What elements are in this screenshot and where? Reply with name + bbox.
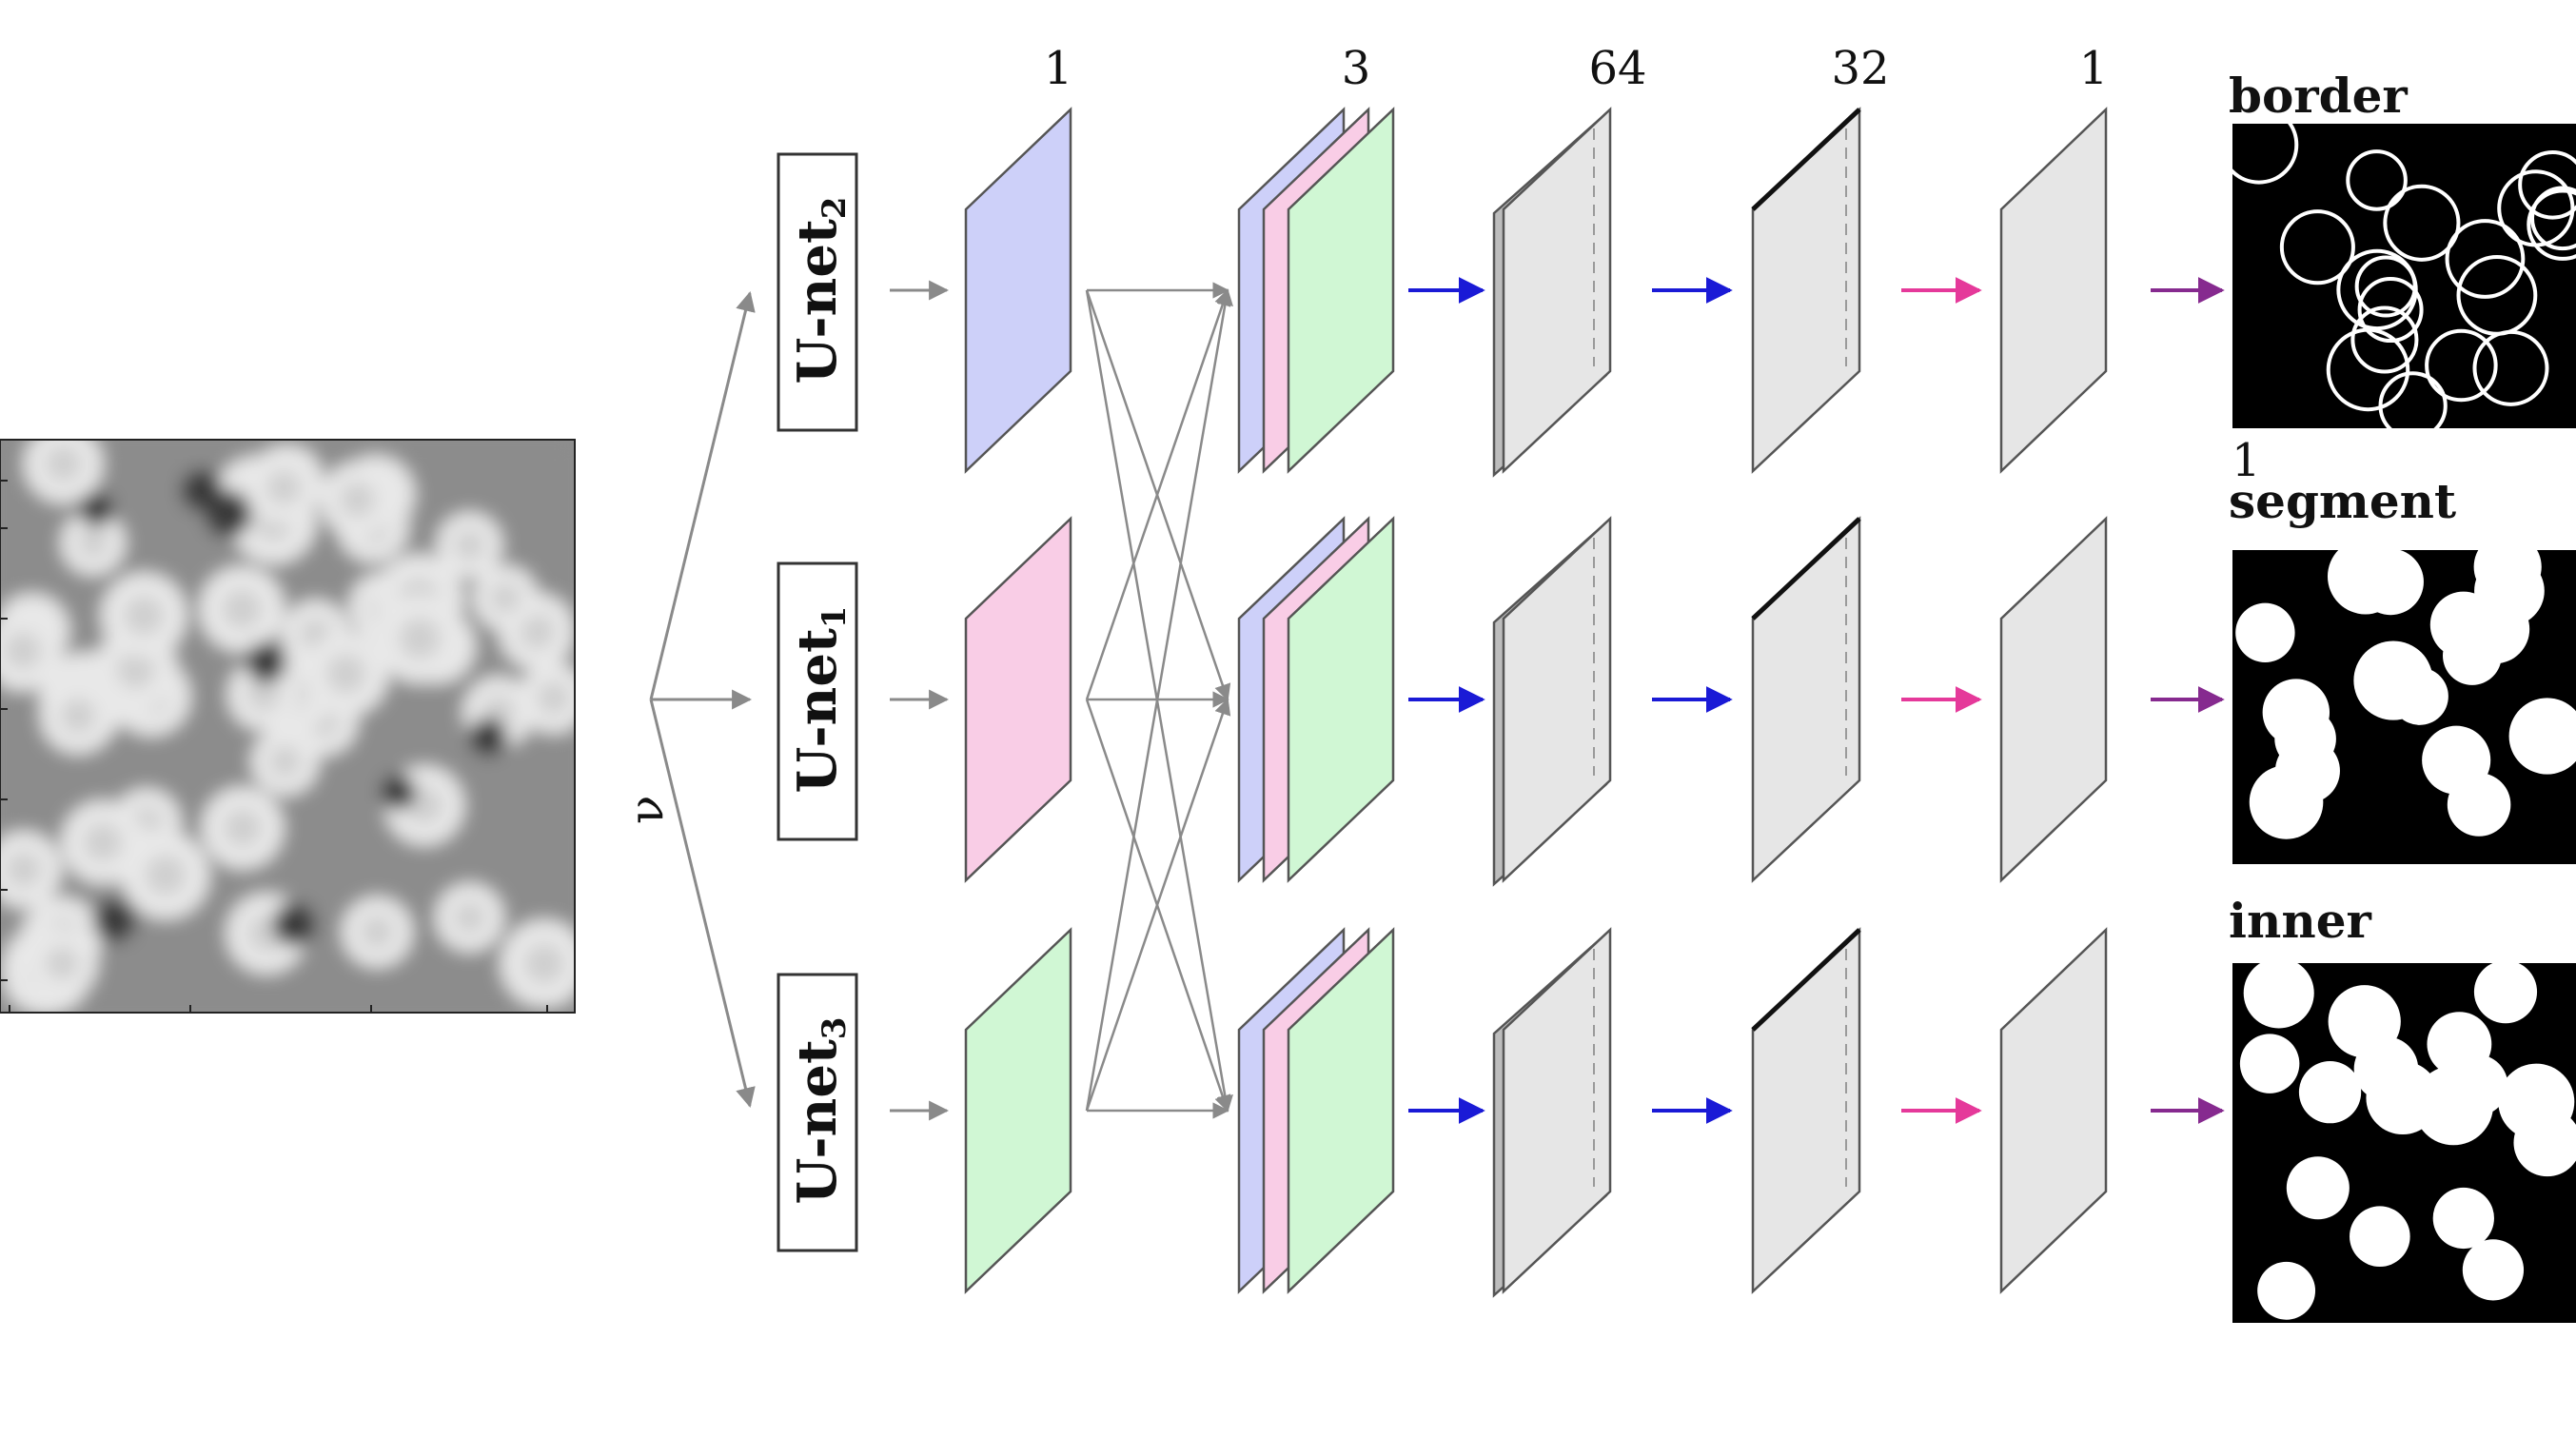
- layer-stack-green: [1287, 927, 1395, 1294]
- layer-64: [1502, 107, 1612, 474]
- network-label-box: [777, 973, 858, 1252]
- layer-stack-green: [1287, 516, 1395, 883]
- network-label-subscript: 3: [816, 1017, 854, 1040]
- layer-32: [1751, 927, 1861, 1294]
- channel-label-5: 1: [2079, 42, 2109, 95]
- layer-stack-green: [1287, 107, 1395, 474]
- layer-64: [1502, 927, 1612, 1294]
- network-label-subscript: 1: [816, 606, 854, 629]
- branch-arrow-down: [649, 699, 756, 1109]
- layer-out-2: [1999, 516, 2108, 883]
- channel-label-3: 64: [1588, 42, 1646, 95]
- stray-mark: 1: [2232, 434, 2261, 487]
- layer-out-1: [1999, 107, 2108, 474]
- row-1: [964, 107, 2108, 478]
- output-segment: segment: [2229, 473, 2576, 864]
- output-label: segment: [2229, 473, 2456, 529]
- layer-input-3: [964, 927, 1072, 1294]
- network-label-1: U-net2: [777, 152, 858, 432]
- row-3: [964, 927, 2108, 1298]
- output-border: border: [2229, 68, 2576, 428]
- output-inner: inner: [2229, 893, 2576, 1323]
- network-label-box: [777, 152, 858, 432]
- input-image: [0, 439, 576, 1014]
- cross-arrow: [1085, 288, 1233, 1112]
- layer-32-edge: [1751, 108, 1861, 211]
- network-label-text: U-net2: [786, 197, 854, 384]
- outputs: border segment inner 1: [2229, 68, 2576, 1323]
- flow-arrows: [1408, 277, 2225, 1124]
- network-label-2: U-net1: [777, 561, 858, 841]
- cross-arrow: [1085, 698, 1231, 1112]
- output-label: border: [2229, 68, 2408, 124]
- layers: [964, 107, 2108, 1298]
- channel-labels: 1 3 64 32 1: [1044, 42, 2109, 95]
- layer-32-edge: [1751, 517, 1861, 621]
- branch-arrow-up: [649, 290, 756, 700]
- branch-arrows: [649, 290, 756, 1109]
- input-arrows: [890, 280, 950, 1121]
- network-label-text: U-net3: [786, 1017, 854, 1205]
- cross-connections: [1085, 282, 1233, 1119]
- network-label-subscript: 2: [816, 197, 854, 220]
- network-label-box: [777, 561, 858, 841]
- row-2: [964, 516, 2108, 887]
- layer-out-3: [1999, 927, 2108, 1294]
- layer-64: [1502, 516, 1612, 883]
- layer-input-2: [964, 516, 1072, 883]
- layer-32: [1751, 107, 1861, 474]
- channel-label-1: 1: [1044, 42, 1073, 95]
- output-label: inner: [2229, 893, 2372, 949]
- layer-32: [1751, 516, 1861, 883]
- channel-label-2: 3: [1342, 42, 1371, 95]
- layer-input-1: [964, 107, 1072, 474]
- network-label-3: U-net3: [777, 973, 858, 1252]
- network-label-text: U-net1: [786, 606, 854, 794]
- cross-arrow: [1085, 288, 1231, 700]
- partial-glyph: ν: [619, 796, 674, 824]
- channel-label-4: 32: [1831, 42, 1889, 95]
- layer-32-edge: [1751, 928, 1861, 1032]
